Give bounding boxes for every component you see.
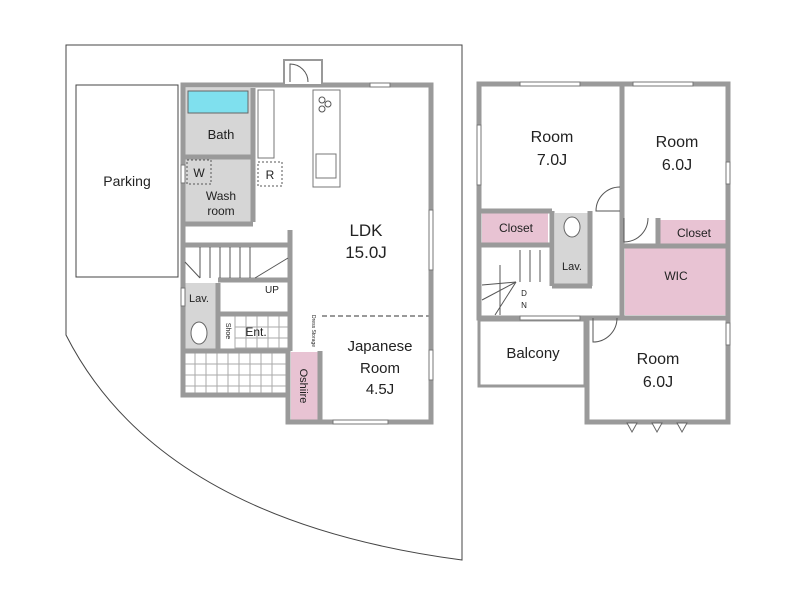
entrance-tiles [234, 315, 291, 349]
japanese-room-label: Japanese [347, 338, 412, 355]
shelf [257, 89, 275, 159]
stairs-1f [184, 247, 289, 279]
window [632, 81, 694, 87]
wash-room [184, 158, 252, 224]
oshiire-closet [291, 352, 320, 420]
fridge-label: R [266, 168, 275, 182]
oshiire-label: Oshiire [297, 369, 309, 404]
second-floor: Room 7.0J Room 6.0J Closet Closet Lav. W… [476, 81, 731, 434]
door-swing-icon [595, 186, 621, 212]
interior-walls-1f [183, 88, 323, 422]
closet-right-label: Closet [677, 226, 712, 240]
bathtub [187, 90, 249, 114]
lav-label-1f: Lav. [189, 293, 209, 305]
porch-tiles [183, 352, 288, 396]
ldk-label: LDK [349, 221, 383, 240]
window [369, 82, 391, 88]
wic-room [625, 248, 727, 315]
japanese-room-label-2: Room [360, 360, 400, 377]
wash-room-label-2: room [207, 204, 234, 218]
window-markers [626, 422, 688, 434]
front-door-swing-icon [289, 63, 309, 83]
window [476, 124, 482, 186]
washer-spot [186, 159, 212, 185]
toilet-icon [563, 216, 581, 238]
room-6a-size: 6.0J [662, 157, 692, 174]
room-7-size: 7.0J [537, 152, 567, 169]
closet-right [660, 220, 727, 244]
window [332, 419, 389, 425]
stairs-up-label: UP [265, 285, 279, 296]
fridge-spot [257, 161, 283, 187]
closet-left [482, 213, 548, 243]
room-6b-size: 6.0J [643, 374, 673, 391]
parking-area [75, 84, 179, 278]
closet-left-label: Closet [499, 221, 534, 235]
window [428, 349, 434, 381]
wic-label: WIC [664, 269, 688, 283]
shoe-storage-label: Shoe [224, 323, 231, 339]
bath-label: Bath [208, 127, 235, 142]
outer-wall-2f [476, 81, 731, 425]
ldk-size: 15.0J [345, 243, 387, 262]
wash-room-label: Wash [206, 189, 236, 203]
dress-storage-label: Dress Storage [310, 315, 316, 347]
window [428, 209, 434, 271]
window [725, 322, 731, 346]
room-6a-label: Room [656, 134, 699, 151]
japanese-room-size: 4.5J [366, 381, 394, 398]
stove-icon [318, 96, 332, 113]
window [180, 287, 186, 307]
stairs-dn-label-d: D [521, 289, 527, 298]
door-swing-icon [592, 317, 618, 343]
first-floor: W R Bath Wash room LDK 15.0J UP Lav. Sho… [180, 59, 434, 425]
window [519, 315, 581, 321]
washer-label: W [193, 166, 205, 180]
sink [315, 153, 337, 179]
window [725, 161, 731, 185]
door-swing-icon [623, 217, 649, 243]
window [180, 164, 186, 184]
lav-label-2f: Lav. [562, 261, 582, 273]
entrance-label: Ent. [245, 325, 266, 339]
interior-walls-2f [479, 84, 728, 321]
room-6b-label: Room [637, 351, 680, 368]
room-7-label: Room [531, 129, 574, 146]
balcony-label: Balcony [506, 345, 560, 362]
stairs-2f [481, 250, 541, 316]
stairs-dn-label-n: N [521, 301, 527, 310]
toilet-icon [190, 321, 208, 345]
site-boundary [65, 44, 463, 561]
parking-label: Parking [103, 173, 150, 189]
window [519, 81, 581, 87]
